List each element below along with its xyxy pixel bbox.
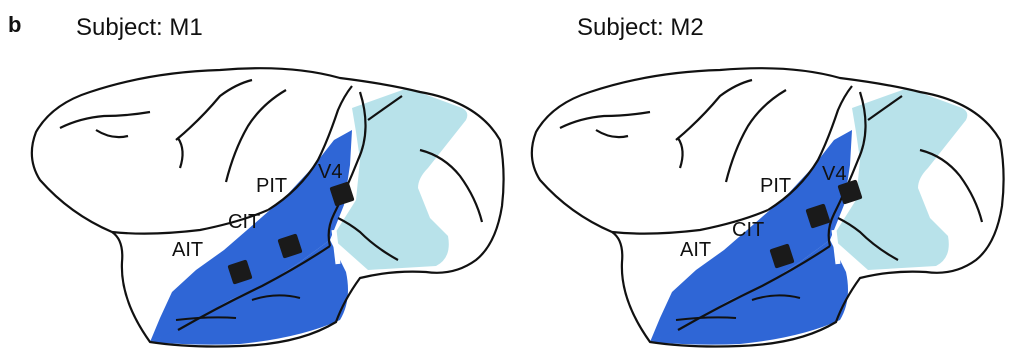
label-ait: AIT [680,239,711,261]
v4-region [832,88,967,270]
sulcus-5 [560,112,650,128]
sulcus-3 [676,80,752,140]
label-cit: CIT [732,219,764,241]
sulcus-6 [596,130,628,137]
label-v4: V4 [822,163,846,185]
sulcus-4 [726,90,786,182]
label-pit: PIT [760,175,791,197]
sulcus-7 [678,138,683,168]
